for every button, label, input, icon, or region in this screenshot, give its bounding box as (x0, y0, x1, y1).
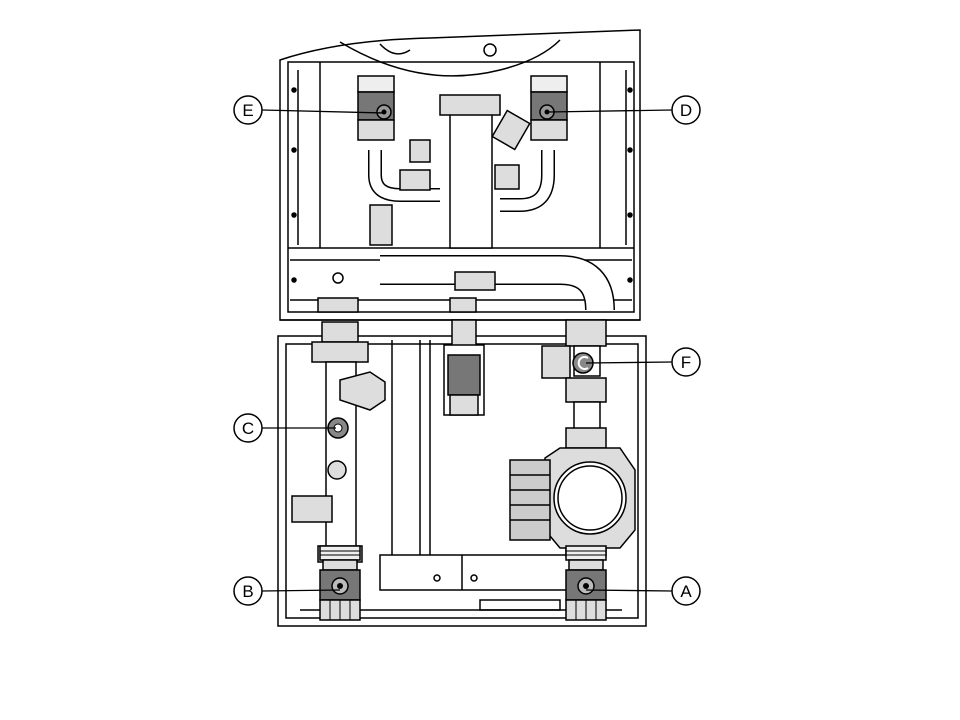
upper-pipework (317, 94, 615, 313)
valve-a (565, 545, 607, 621)
callout-b: B (233, 576, 341, 606)
fitting-c (327, 417, 349, 439)
callout-e: E (233, 95, 385, 125)
circulation-pump (509, 447, 636, 557)
callout-b-label: B (242, 582, 253, 601)
callout-c: C (233, 413, 336, 443)
callout-d-label: D (680, 101, 692, 120)
callout-e-label: E (242, 101, 253, 120)
fitting-f (572, 352, 594, 374)
callout-a-label: A (680, 582, 692, 601)
callout-c-label: C (242, 419, 254, 438)
valve-b (319, 545, 361, 621)
center-lower-pipe (443, 319, 485, 416)
valve-d (530, 75, 568, 141)
callout-f: F (585, 347, 701, 377)
valve-e (357, 75, 395, 141)
callout-d: D (547, 95, 701, 125)
callout-f-label: F (681, 353, 691, 372)
callout-a: A (585, 576, 701, 606)
